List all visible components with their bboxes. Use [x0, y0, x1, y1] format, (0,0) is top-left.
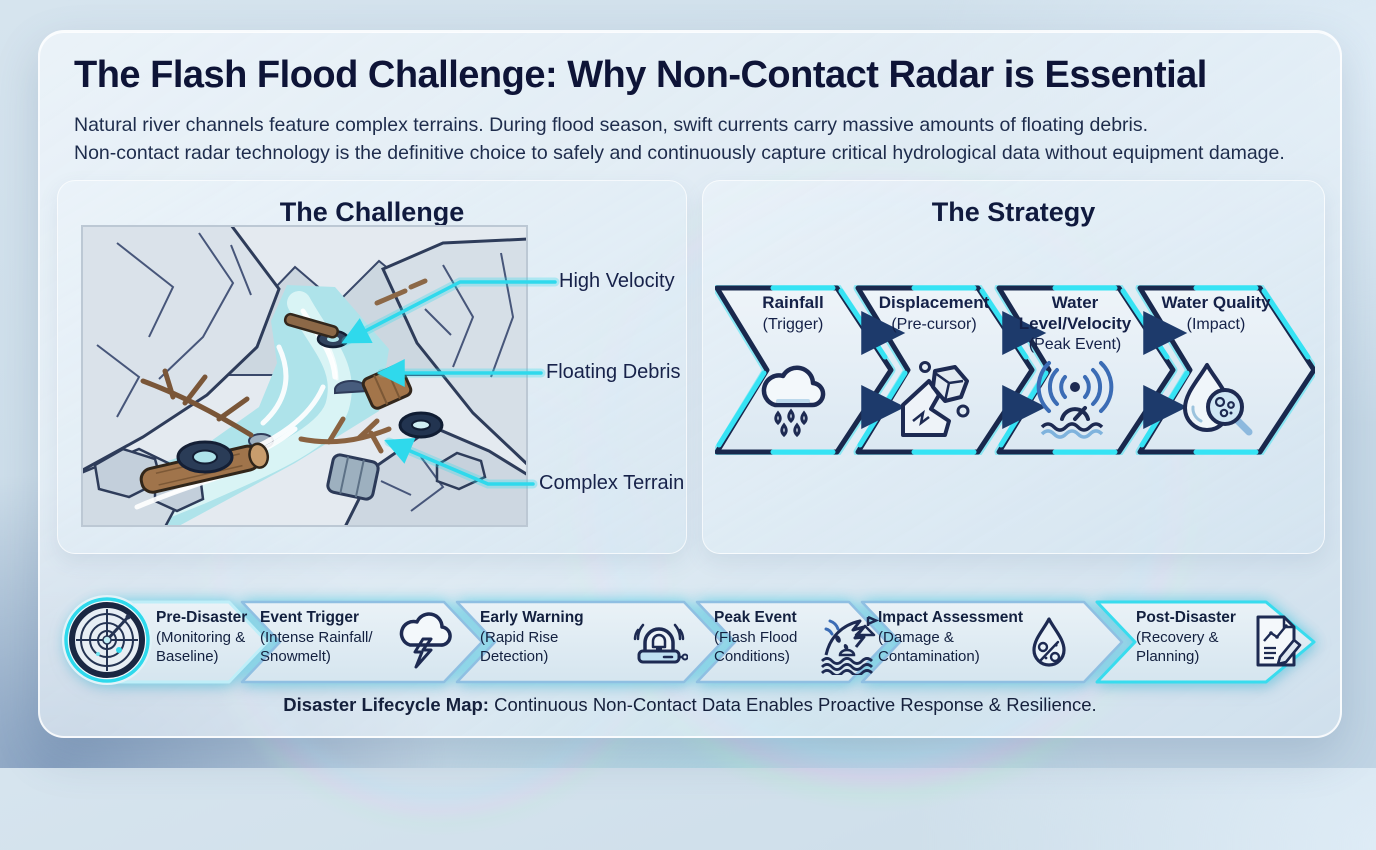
- stage-event-trigger: Event Trigger (Intense Rainfall/ Snowmel…: [260, 608, 400, 666]
- canyon-river-illustration: [81, 225, 528, 527]
- stage-early-warning: Early Warning (Rapid Rise Detection): [480, 608, 610, 666]
- step-title: Water Quality: [1161, 293, 1271, 312]
- strategy-panel: The Strategy: [702, 180, 1325, 554]
- step-subtitle: (Impact): [1186, 315, 1246, 333]
- stage-subtitle: (Damage & Contamination): [878, 628, 980, 666]
- stage-title: Pre-Disaster: [156, 609, 248, 626]
- radar-scope-icon: [62, 595, 152, 685]
- intro-line-2: Non-contact radar technology is the defi…: [74, 141, 1285, 164]
- stage-peak-event: Peak Event (Flash Flood Conditions): [714, 608, 826, 666]
- stage-title: Peak Event: [714, 609, 797, 626]
- stage-subtitle: (Recovery & Planning): [1136, 628, 1219, 666]
- intro-line-1: Natural river channels feature complex t…: [74, 114, 1149, 136]
- challenge-panel: The Challenge: [57, 180, 687, 554]
- intro-text: Natural river channels feature complex t…: [74, 112, 1314, 167]
- challenge-title: The Challenge: [279, 197, 465, 227]
- rockfall-icon: [901, 361, 970, 437]
- disaster-lifecycle-bar: Pre-Disaster (Monitoring & Baseline) Eve…: [62, 595, 1317, 685]
- step-title: Displacement: [878, 293, 990, 312]
- strategy-title: The Strategy: [931, 197, 1096, 227]
- water-quality-icon: [1183, 363, 1253, 436]
- strategy-step-water-quality: Water Quality (Impact): [1141, 293, 1291, 334]
- step-subtitle: (Pre-cursor): [891, 315, 977, 333]
- stage-subtitle: (Flash Flood Conditions): [714, 628, 798, 666]
- page-title: The Flash Flood Challenge: Why Non-Conta…: [74, 54, 1207, 96]
- step-title: Rainfall: [762, 293, 824, 312]
- step-title: Water Level/Velocity: [1018, 293, 1132, 333]
- main-card: The Flash Flood Challenge: Why Non-Conta…: [38, 30, 1342, 738]
- strategy-step-displacement: Displacement (Pre-cursor): [859, 293, 1009, 334]
- stage-title: Impact Assessment: [878, 609, 1024, 626]
- flood-wave-icon: [821, 615, 880, 675]
- radar-waves-icon: [1036, 361, 1114, 439]
- recovery-report-icon: [1256, 615, 1302, 667]
- rain-cloud-icon: [761, 365, 826, 438]
- stage-post-disaster: Post-Disaster (Recovery & Planning): [1136, 608, 1256, 666]
- stage-title: Post-Disaster: [1136, 609, 1236, 626]
- step-subtitle: (Trigger): [762, 315, 824, 333]
- annotation-complex-terrain: Complex Terrain: [539, 472, 685, 494]
- strategy-step-water-level: Water Level/Velocity (Peak Event): [1000, 293, 1150, 355]
- stage-pre-disaster: Pre-Disaster (Monitoring & Baseline): [156, 608, 252, 666]
- annotation-floating-debris: Floating Debris: [546, 361, 681, 383]
- storm-cloud-icon: [399, 612, 452, 669]
- caption-text: Continuous Non-Contact Data Enables Proa…: [494, 694, 1097, 715]
- stage-title: Early Warning: [480, 609, 584, 626]
- alarm-siren-icon: [633, 623, 688, 664]
- stage-title: Event Trigger: [260, 609, 360, 626]
- annotation-high-velocity: High Velocity: [559, 270, 675, 292]
- strategy-step-rainfall: Rainfall (Trigger): [718, 293, 868, 334]
- stage-subtitle: (Monitoring & Baseline): [156, 628, 246, 666]
- caption-lead: Disaster Lifecycle Map:: [283, 694, 489, 715]
- contamination-drop-icon: [1032, 617, 1066, 667]
- stage-subtitle: (Rapid Rise Detection): [480, 628, 559, 666]
- lifecycle-caption: Disaster Lifecycle Map: Continuous Non-C…: [40, 694, 1340, 716]
- stage-subtitle: (Intense Rainfall/ Snowmelt): [260, 628, 373, 666]
- stage-impact-assessment: Impact Assessment (Damage & Contaminatio…: [878, 608, 1028, 666]
- step-subtitle: (Peak Event): [1028, 336, 1122, 354]
